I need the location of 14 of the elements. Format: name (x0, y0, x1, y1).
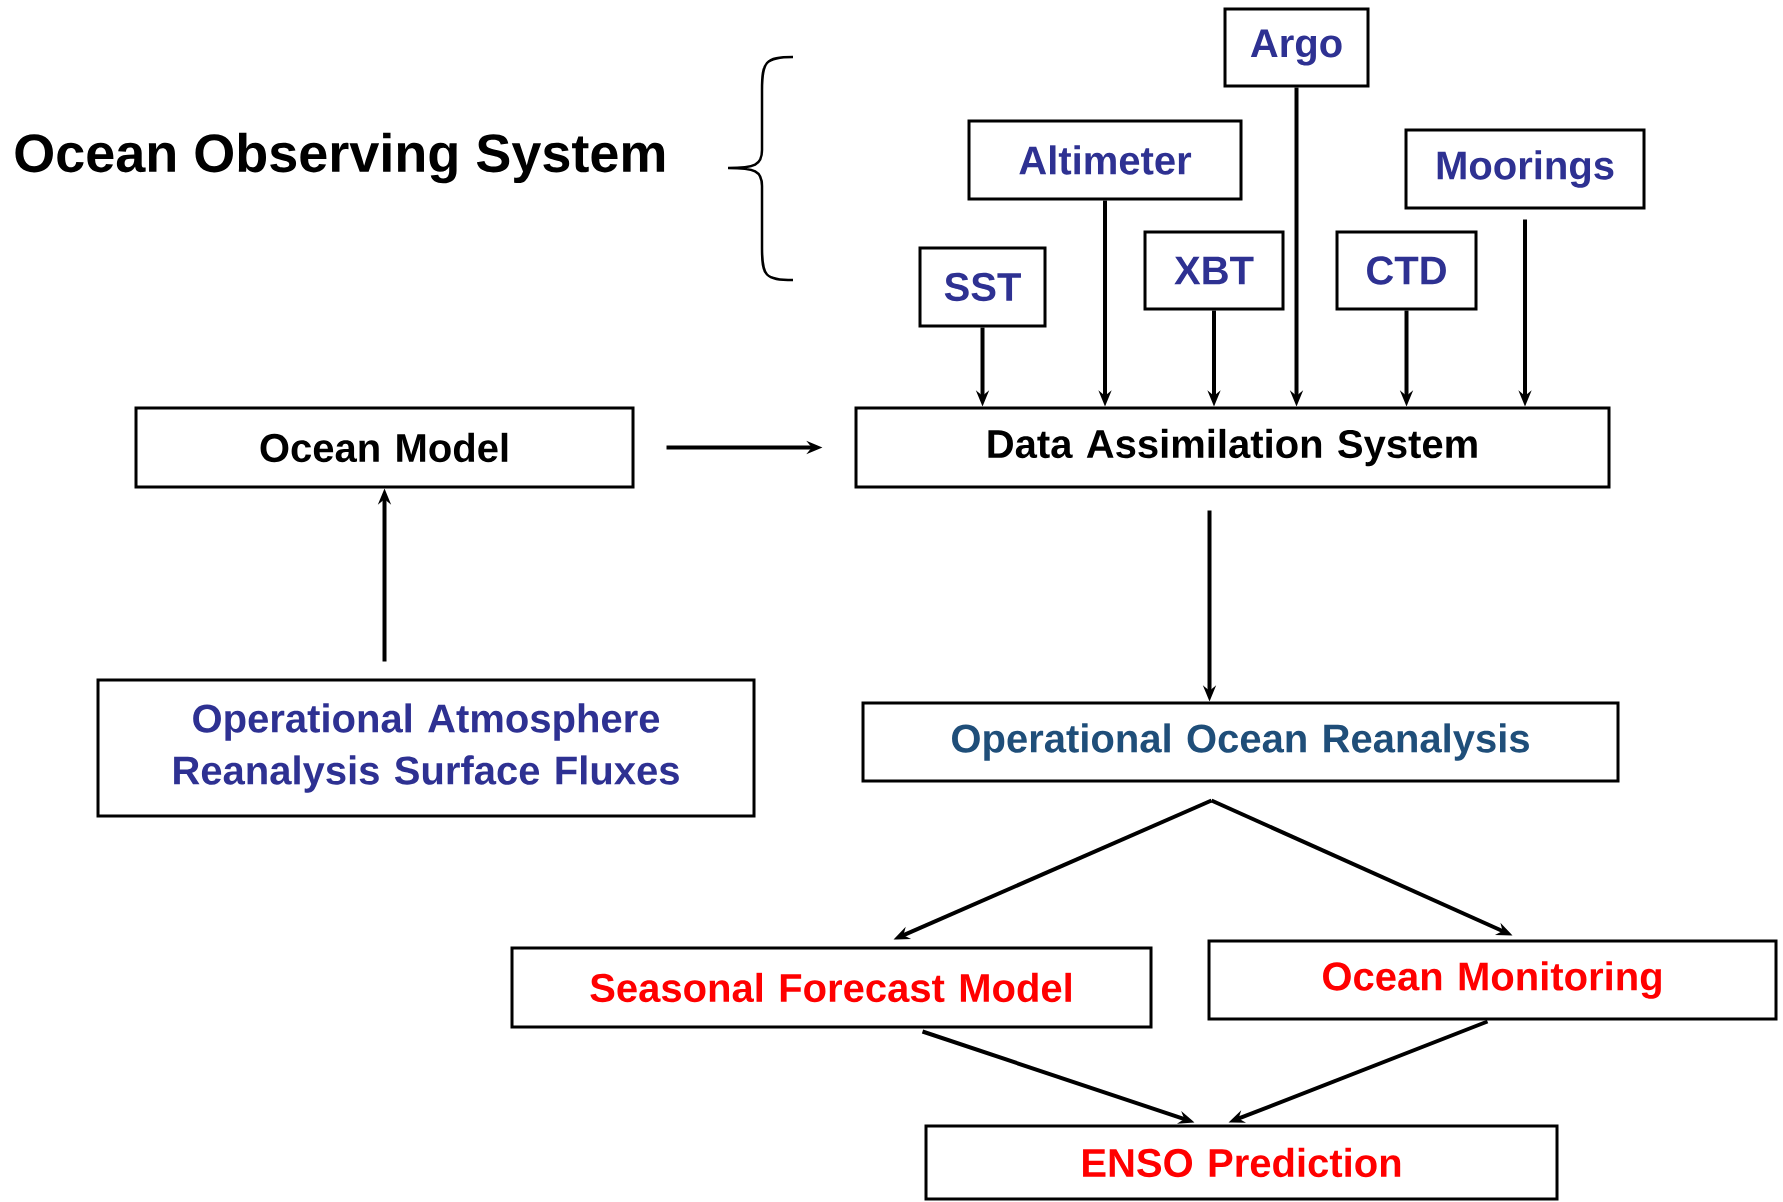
sensor-box: Moorings (1404, 128, 1646, 210)
input-box: Operational Atmosphere Reanalysis Surface Fluxes (96, 678, 756, 818)
process-box: Ocean Model (134, 406, 635, 489)
sensor-box: Argo (1223, 7, 1370, 88)
process-box: Operational Ocean Reanalysis (861, 701, 1620, 783)
sensor-box: XBT (1143, 230, 1285, 311)
sensor-box: SST (918, 246, 1047, 328)
process-box: Data Assimilation System (854, 406, 1611, 489)
title: Ocean Observing System (15, 132, 665, 184)
output-box: Ocean Monitoring (1207, 939, 1778, 1021)
output-box: Seasonal Forecast Model (510, 946, 1153, 1029)
output-box: ENSO Prediction (924, 1124, 1559, 1201)
sensor-box: Altimeter (967, 119, 1243, 201)
sensor-box: CTD (1335, 230, 1478, 311)
